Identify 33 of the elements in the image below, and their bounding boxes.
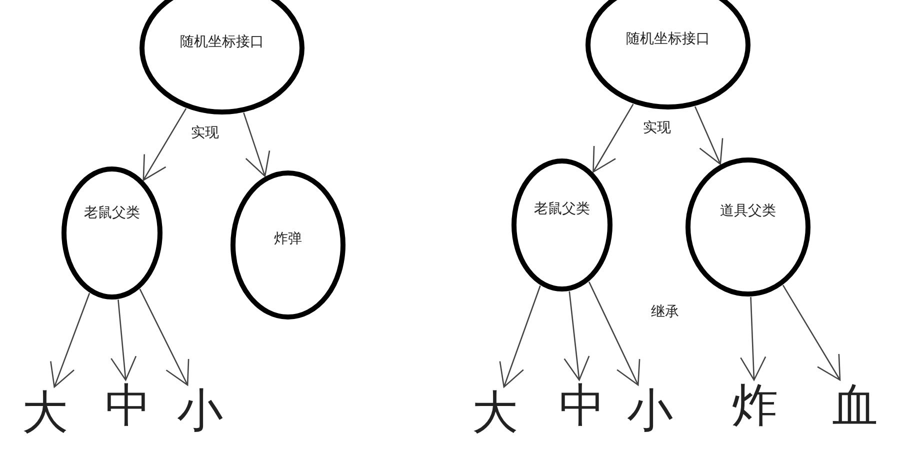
handwritten-character: 中 [559, 382, 605, 428]
relation-label: 实现 [643, 119, 671, 137]
arrow [139, 288, 190, 386]
handwritten-character: 血 [832, 382, 878, 428]
handwritten-character: 大 [22, 389, 68, 435]
handwritten-character: 小 [177, 387, 223, 433]
ellipse-node [511, 158, 613, 292]
ellipse-node [61, 166, 163, 300]
node-label: 老鼠父类 [84, 204, 140, 222]
ellipse-node [230, 170, 346, 320]
relation-label: 实现 [191, 124, 219, 142]
arrow [142, 108, 187, 182]
arrow [782, 284, 841, 382]
arrow [243, 112, 270, 178]
relation-label: 继承 [651, 303, 679, 321]
arrow [499, 284, 541, 388]
handwritten-character: 小 [627, 387, 673, 433]
arrow [740, 296, 766, 382]
arrow [694, 106, 724, 166]
node-label: 道具父类 [720, 202, 776, 220]
node-label: 随机坐标接口 [626, 30, 710, 48]
handwritten-character: 大 [472, 389, 518, 435]
node-label: 炸弹 [274, 230, 302, 248]
handwritten-character: 中 [105, 382, 151, 428]
arrow [592, 103, 634, 174]
arrow [588, 281, 640, 386]
arrow [564, 290, 590, 382]
handwritten-character: 炸 [732, 382, 778, 428]
node-label: 随机坐标接口 [180, 33, 264, 51]
arrow [50, 292, 90, 388]
node-label: 老鼠父类 [534, 200, 590, 218]
arrow [110, 298, 137, 382]
ellipse-node [685, 157, 811, 297]
